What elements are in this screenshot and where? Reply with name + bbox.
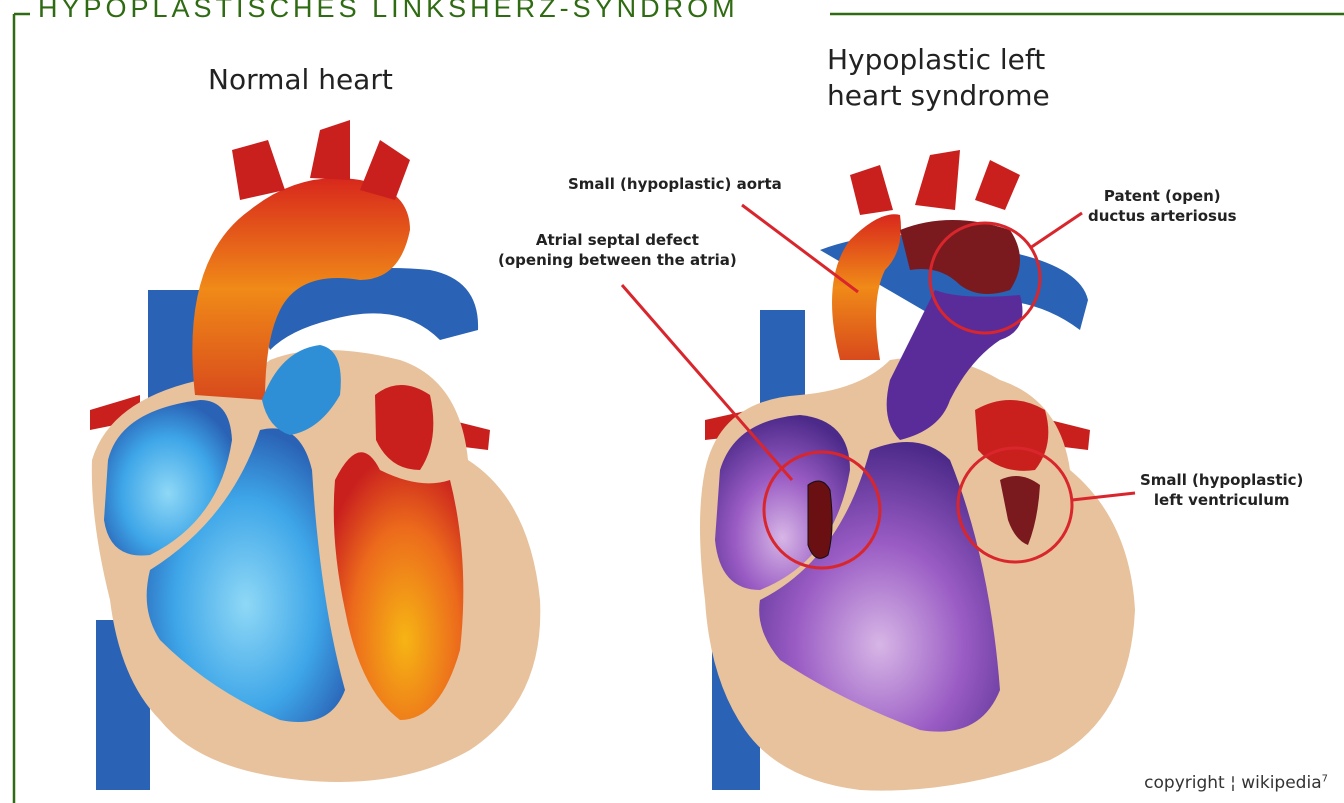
pda-label-line1: Patent (open) (1088, 186, 1237, 206)
lv-label-line2: left ventriculum (1140, 490, 1303, 510)
atrial-septal-defect-opening (808, 481, 832, 558)
lv-label-line1: Small (hypoplastic) (1140, 470, 1303, 490)
asd-label: Atrial septal defect (opening between th… (498, 230, 737, 270)
credit-text: copyright ¦ wikipedia (1144, 773, 1321, 793)
pda-leader (1030, 213, 1082, 248)
normal-heart (90, 120, 540, 790)
pda-label: Patent (open) ductus arteriosus (1088, 186, 1237, 226)
credit-footnote: 7 (1322, 773, 1328, 784)
pda-label-line2: ductus arteriosus (1088, 206, 1237, 226)
lv-label: Small (hypoplastic) left ventriculum (1140, 470, 1303, 510)
small-aorta-text: Small (hypoplastic) aorta (568, 175, 782, 193)
asd-label-line1: Atrial septal defect (498, 230, 737, 250)
aortic-branches-hlhs (850, 150, 1020, 215)
image-credit: copyright ¦ wikipedia7 (1144, 773, 1328, 793)
asd-label-line2: (opening between the atria) (498, 250, 737, 270)
small-aorta-label: Small (hypoplastic) aorta (568, 174, 782, 194)
